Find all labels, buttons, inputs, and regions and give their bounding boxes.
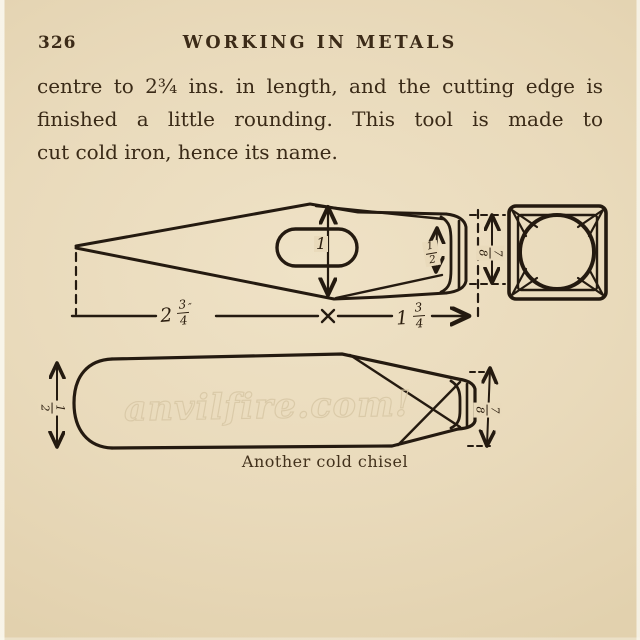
- body-paragraph: centre to 2¾ ins. in length, and the cut…: [37, 70, 603, 169]
- side-view: [72, 204, 505, 322]
- top-view: [57, 354, 492, 448]
- running-header: WORKING IN METALS: [182, 33, 458, 53]
- side-face-bracket: [441, 217, 451, 292]
- end-outer-square: [509, 206, 606, 299]
- body-line: centre to 2¾ ins. in length, and the cut…: [37, 74, 603, 98]
- watermark: anvilfire.com!: [123, 383, 412, 430]
- side-outline-bottom: [76, 248, 446, 299]
- body-line: finished a little rounding. This tool is…: [37, 107, 603, 131]
- end-view: [509, 206, 606, 299]
- dimension-x-mark: [322, 310, 334, 322]
- body-line: cut cold iron, hence its name.: [37, 140, 338, 164]
- end-corner-facets: [512, 210, 603, 295]
- side-outline-top: [76, 204, 446, 246]
- top-outline-bottom: [112, 429, 458, 448]
- figure-caption: Another cold chisel: [241, 452, 409, 471]
- top-outline-top: [112, 354, 458, 379]
- end-circle: [520, 215, 594, 289]
- page-number: 326: [38, 33, 77, 53]
- top-cross-taper: [350, 355, 460, 445]
- body-height-label: 1: [314, 234, 329, 253]
- page-header-row: 326 WORKING IN METALS: [0, 33, 640, 57]
- top-left-cap: [74, 359, 112, 448]
